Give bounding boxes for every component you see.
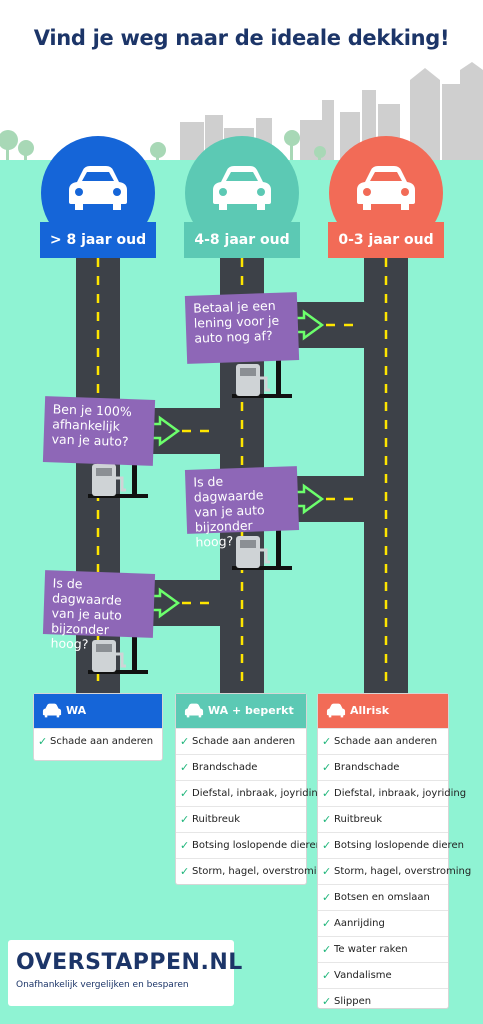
check-icon: ✓ (38, 735, 48, 748)
list-item: ✓Storm, hagel, overstroming (318, 858, 471, 884)
card-header: Allrisk (318, 694, 448, 728)
check-icon: ✓ (322, 917, 332, 930)
item-label: Schade aan anderen (334, 736, 438, 747)
check-icon: ✓ (322, 813, 332, 826)
list-item: ✓Aanrijding (318, 910, 448, 936)
list-item: ✓Ruitbreuk (176, 806, 306, 832)
question-dependent: Ben je 100% afhankelijk van je auto? (42, 396, 156, 466)
check-icon: ✓ (322, 943, 332, 956)
list-item: ✓Diefstal, inbraak, joyriding (318, 780, 466, 806)
item-label: Brandschade (192, 762, 258, 773)
check-icon: ✓ (322, 995, 332, 1008)
check-icon: ✓ (322, 865, 332, 878)
question-line: Is de dagwaarde (193, 473, 264, 505)
logo-name: OVERSTAPPEN.NL (16, 950, 243, 975)
item-label: Diefstal, inbraak, joyriding (192, 788, 325, 799)
car-icon (42, 703, 62, 718)
item-label: Ruitbreuk (334, 814, 383, 825)
check-icon: ✓ (180, 761, 190, 774)
item-label: Botsen en omslaan (334, 892, 430, 903)
item-label: Schade aan anderen (50, 736, 154, 747)
car-icon (69, 166, 127, 210)
check-icon: ✓ (180, 787, 190, 800)
check-icon: ✓ (322, 969, 332, 982)
item-label: Botsing loslopende dieren (192, 840, 322, 851)
coverage-card-allrisk: Allrisk ✓Schade aan anderen ✓Brandschade… (318, 694, 471, 1008)
list-item: ✓Storm, hagel, overstroming (176, 858, 329, 884)
item-label: Botsing loslopende dieren (334, 840, 464, 851)
item-label: Storm, hagel, overstroming (192, 866, 330, 877)
check-icon: ✓ (180, 865, 190, 878)
item-label: Ruitbreuk (192, 814, 241, 825)
list-item: ✓Botsing loslopende dieren (176, 832, 322, 858)
logo-tagline: Onafhankelijk vergelijken en besparen (16, 980, 189, 990)
list-item: ✓Ruitbreuk (318, 806, 448, 832)
check-icon: ✓ (322, 787, 332, 800)
item-label: Storm, hagel, overstroming (334, 866, 472, 877)
page-title: Vind je weg naar de ideale dekking! (33, 26, 450, 50)
list-item: ✓Botsen en omslaan (318, 884, 448, 910)
list-item: ✓Botsing loslopende dieren (318, 832, 464, 858)
list-item: ✓Diefstal, inbraak, joyriding (176, 780, 324, 806)
check-icon: ✓ (322, 839, 332, 852)
gas-pump-icon (232, 356, 292, 398)
question-line: bijzonder hoog? (194, 517, 253, 550)
item-label: Aanrijding (334, 918, 385, 929)
gas-pump-icon (88, 632, 148, 674)
question-line: auto nog af? (194, 327, 273, 346)
question-line: van je auto? (51, 431, 129, 450)
list-item: ✓Slippen (318, 988, 448, 1014)
coverage-card-wa: WA ✓Schade aan anderen (34, 694, 162, 760)
card-title: WA (66, 704, 87, 717)
gas-pump-icon (88, 456, 148, 498)
item-label: Vandalisme (334, 970, 392, 981)
question-line: Is de dagwaarde (51, 575, 123, 608)
item-label: Schade aan anderen (192, 736, 296, 747)
check-icon: ✓ (322, 735, 332, 748)
item-label: Diefstal, inbraak, joyriding (334, 788, 467, 799)
check-icon: ✓ (180, 839, 190, 852)
card-title: WA + beperkt casco (208, 704, 294, 751)
list-item: ✓Schade aan anderen (176, 728, 306, 754)
card-title: Allrisk (350, 704, 390, 717)
car-icon (184, 703, 204, 718)
age-label-mid: 4-8 jaar oud (184, 222, 300, 258)
item-label: Te water raken (334, 944, 408, 955)
list-item: ✓Te water raken (318, 936, 448, 962)
question-value-high: Is de dagwaarde van je auto bijzonder ho… (184, 466, 300, 550)
list-item: ✓Schade aan anderen (318, 728, 448, 754)
list-item: ✓Brandschade (318, 754, 448, 780)
list-item: ✓Brandschade (176, 754, 306, 780)
coverage-card-wa-beperkt-casco: WA + beperkt casco ✓Schade aan anderen ✓… (176, 694, 329, 884)
car-icon (326, 703, 346, 718)
check-icon: ✓ (322, 891, 332, 904)
card-header: WA + beperkt casco (176, 694, 306, 751)
car-icon (357, 166, 415, 210)
age-label-old: > 8 jaar oud (40, 222, 156, 258)
age-label-new: 0-3 jaar oud (328, 222, 444, 258)
check-icon: ✓ (180, 735, 190, 748)
brand-logo: OVERSTAPPEN.NL Onafhankelijk vergelijken… (8, 940, 242, 1006)
gas-pump-icon (232, 528, 292, 570)
car-icon (213, 166, 271, 210)
list-item: ✓Schade aan anderen (34, 728, 162, 754)
card-header: WA (34, 694, 162, 728)
item-label: Slippen (334, 996, 372, 1007)
question-value-high: Is de dagwaarde van je auto bijzonder ho… (42, 570, 156, 652)
question-line: bijzonder hoog? (50, 620, 110, 652)
question-loan: Betaal je een lening voor je auto nog af… (184, 292, 300, 364)
check-icon: ✓ (322, 761, 332, 774)
check-icon: ✓ (180, 813, 190, 826)
item-label: Brandschade (334, 762, 400, 773)
list-item: ✓Vandalisme (318, 962, 448, 988)
